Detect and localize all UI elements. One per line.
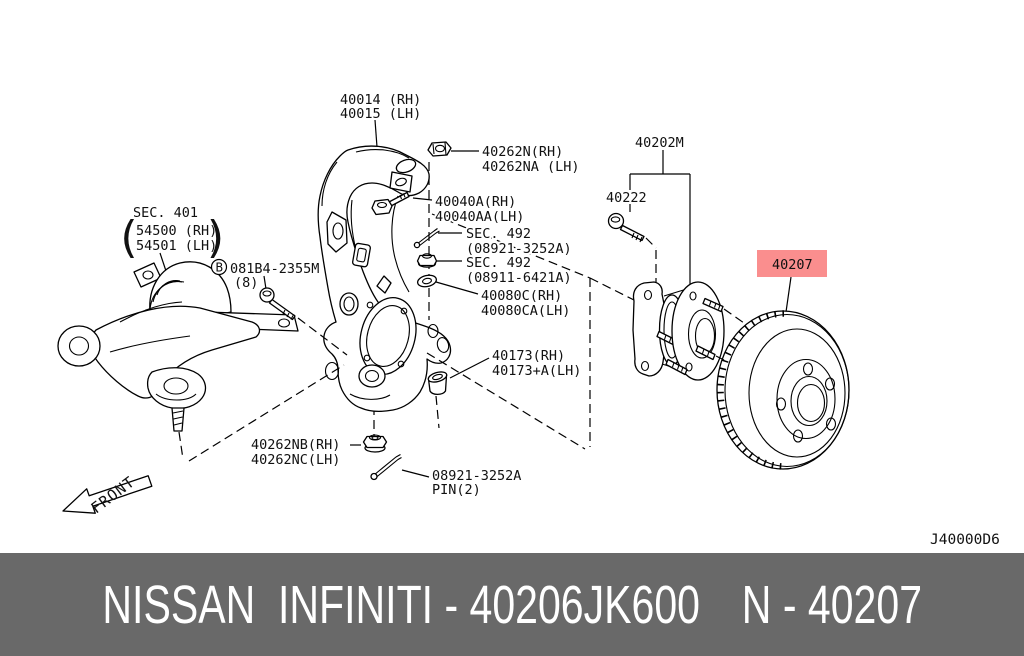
svg-text:40262NC(LH)[interactable]: 40262NC(LH) (249, 450, 342, 470)
svg-text:081B4-2355M[interactable]: 081B4-2355M (228, 259, 321, 279)
drawing-code: J40000D6 (930, 532, 1000, 548)
part-label-40262NB[interactable]: 40262NB(RH) 40262NC(LH) (249, 435, 342, 470)
lower-nut-icon (362, 434, 388, 453)
part-label-40222[interactable]: 40222 (604, 188, 649, 208)
exploded-view-diagram: FRONT 40014 (RH) 40015 (LH) 40262N(RH) 4… (57, 90, 1000, 548)
lower-cotter-pin-icon (370, 454, 402, 481)
footer-line: NISSAN INFINITI - 40206JK600 N - 40207 (102, 578, 922, 632)
svg-text:40015 (LH)[interactable]: 40015 (LH) (338, 104, 423, 124)
steering-knuckle-art (317, 145, 452, 412)
upper-nut-icon (427, 141, 452, 157)
part-label-081B4[interactable]: B 081B4-2355M (8) (210, 258, 321, 293)
part-label-40207[interactable]: 40207 (772, 257, 813, 273)
part-label-08921[interactable]: 08921-3252A PIN(2) (430, 466, 523, 500)
svg-text:SEC. 492[interactable]: SEC. 492 (464, 253, 533, 273)
svg-text:40080C(RH)[interactable]: 40080C(RH) (479, 286, 564, 306)
svg-text:40262NB(RH)[interactable]: 40262NB(RH) (249, 435, 342, 455)
footer-bar: NISSAN INFINITI - 40206JK600 N - 40207 (0, 553, 1024, 656)
svg-text:(08911-6421A)[interactable]: (08911-6421A) (464, 268, 574, 288)
part-label-40080C[interactable]: 40080C(RH) 40080CA(LH) (479, 286, 572, 321)
part-label-40202M[interactable]: 40202M (633, 133, 686, 153)
svg-text:40014 (RH)[interactable]: 40014 (RH) (338, 90, 423, 110)
part-label-40262N[interactable]: 40262N(RH) 40262NA (LH) (480, 142, 582, 177)
svg-text:B: B (216, 260, 224, 275)
svg-text:SEC. 492[interactable]: SEC. 492 (464, 224, 533, 244)
highlight-box-40207[interactable] (757, 250, 827, 277)
footer-part-text: NISSAN INFINITI - 40206JK600 (102, 574, 700, 635)
svg-text:(08921-3252A)[interactable]: (08921-3252A) (464, 239, 574, 259)
svg-text:(: ( (115, 212, 142, 263)
footer-ref-text: N - 40207 (741, 574, 922, 635)
svg-text:40202M[interactable]: 40202M (633, 133, 686, 153)
upper-bolt-icon (371, 191, 410, 216)
svg-text:40262NA (LH)[interactable]: 40262NA (LH) (480, 157, 582, 177)
washer-icon (416, 274, 438, 288)
svg-text:SEC. 401[interactable]: SEC. 401 (131, 203, 200, 223)
svg-text:40040A(RH)[interactable]: 40040A(RH) (433, 192, 518, 212)
part-label-sec401[interactable]: SEC. 401 ( 54500 (RH) 54501 (LH) ) (115, 203, 230, 263)
b-badge-circle (210, 258, 228, 276)
svg-text:40173(RH)[interactable]: 40173(RH) (490, 346, 567, 366)
flange-nut-icon (416, 253, 438, 268)
svg-text:08921-3252A[interactable]: 08921-3252A (430, 466, 523, 486)
control-arm-art (57, 301, 261, 432)
svg-text:(8)[interactable]: (8) (232, 273, 260, 293)
svg-text:40080CA(LH)[interactable]: 40080CA(LH) (479, 301, 572, 321)
svg-text:40262N(RH)[interactable]: 40262N(RH) (480, 142, 565, 162)
front-direction-arrow: FRONT (62, 473, 153, 517)
part-label-sec492-nut[interactable]: SEC. 492 (08911-6421A) (464, 253, 574, 288)
part-label-40040A[interactable]: 40040A(RH) 40040AA(LH) (433, 192, 526, 227)
svg-text:54501 (LH)[interactable]: 54501 (LH) (134, 236, 219, 256)
b-bolt-icon (259, 287, 296, 321)
cotter-pin-icon (413, 228, 440, 249)
part-label-40173[interactable]: 40173(RH) 40173+A(LH) (490, 346, 583, 381)
hub-bolt-icon (607, 212, 645, 243)
svg-text:PIN(2)[interactable]: PIN(2) (430, 480, 483, 500)
hub-assembly-art (632, 281, 725, 381)
svg-text:): ) (203, 212, 230, 263)
assembly-dashed-lines (178, 213, 745, 462)
svg-text:54500 (RH)[interactable]: 54500 (RH) (134, 221, 219, 241)
part-label-40014[interactable]: 40014 (RH) 40015 (LH) (338, 90, 423, 124)
stopper-bushing-icon (427, 371, 448, 396)
brake-rotor-art (716, 310, 850, 470)
svg-text:40173+A(LH)[interactable]: 40173+A(LH) (490, 361, 583, 381)
svg-text:40222[interactable]: 40222 (604, 188, 649, 208)
part-label-sec492-pin[interactable]: SEC. 492 (08921-3252A) (464, 224, 574, 259)
svg-text:40207[interactable]: 40207 (772, 257, 813, 273)
svg-text:40040AA(LH)[interactable]: 40040AA(LH) (433, 207, 526, 227)
